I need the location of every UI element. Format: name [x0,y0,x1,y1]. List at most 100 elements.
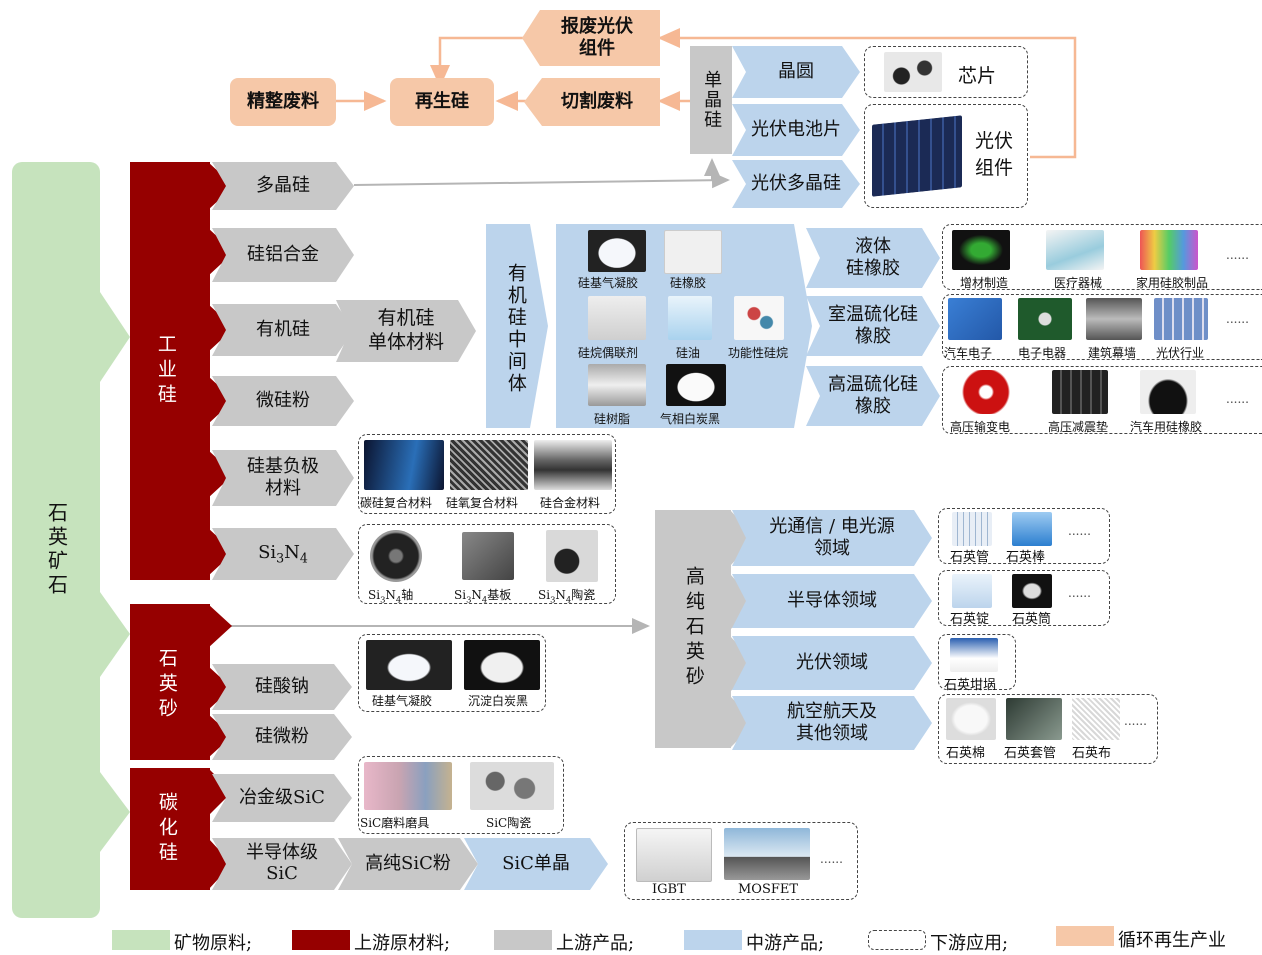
household-silicone-caption: 家用硅胶制品 [1136,276,1209,290]
legend-swatch-upstream-product [494,930,552,950]
si3n4-substrate-image [462,532,514,580]
anode-apps-box [358,434,616,514]
fumed-silica-image [666,364,726,406]
quartz-ore-notches [100,292,130,852]
hv-damping-pad-caption: 高压减震垫 [1048,420,1109,434]
scrap-to-regen-line [430,36,535,88]
electrical-appliance-caption: 电子电器 [1018,346,1067,360]
quartz-ingot-image [952,574,992,608]
precipitated-silica-caption: 沉淀白炭黑 [468,694,529,708]
mosfet-caption: MOSFET [738,882,799,897]
chip-label: 芯片 [958,65,997,87]
carbon-silicon-image [364,440,444,490]
quartz-sand-block [130,604,210,760]
si3n4-box: Si3N4 [212,528,354,580]
aero-apps-ellipsis: ...... [1124,714,1147,728]
sic-crystal-apps-box [624,822,858,900]
si3n4-ceramic-image [546,530,598,582]
silicone-rubber-image [664,230,722,274]
mosfet-image [724,828,810,880]
hp-sic-powder-box: 高纯SiC粉 [338,838,478,890]
functional-silane-caption: 功能性硅烷 [728,346,789,360]
silicone-resin-image [588,364,646,406]
medical-device-image [1046,230,1104,270]
liquid-rubber-apps-box [942,224,1262,290]
sic-ceramic-image [470,762,554,810]
quartz-crucible-image [950,638,998,672]
quartz-sand-notches [208,604,232,758]
silicate-apps-box [358,634,546,712]
silicone-oil-caption: 硅油 [676,346,701,360]
organosilicon-box: 有机硅 [212,304,354,356]
quartz-ore-label: 石英矿石 [44,502,69,598]
silicon-alloy-caption: 硅合金材料 [540,496,601,510]
quartz-cloth-image [1072,698,1120,740]
anode-material-box: 硅基负极 材料 [212,450,354,506]
sic-metal-apps-box [358,756,564,834]
aerogel-image [588,230,646,272]
rtv-silicone-rubber-box: 室温硫化硅 橡胶 [806,296,940,356]
pv-field-box: 光伏领域 [732,636,932,690]
sic-ceramic-caption: SiC陶瓷 [486,816,532,830]
auto-silicone-image [1140,370,1196,414]
sic-label: 碳化硅 [155,791,178,867]
metallurgical-sic-box: 冶金级SiC [212,774,352,822]
sic-block [130,768,210,890]
auto-silicone-caption: 汽车用硅橡胶 [1130,420,1203,434]
curtain-wall-caption: 建筑幕墙 [1088,346,1137,360]
semiconductor-field-box: 半导体领域 [732,574,932,628]
functional-silane-image [734,296,784,340]
silane-coupling-image [588,296,646,340]
solar-panel-image [872,115,962,197]
legend-label-recycle: 循环再生产业 [1118,930,1226,951]
sic-crystal-apps-ellipsis: ...... [820,852,843,866]
quartz-sleeve-image [1006,698,1062,740]
igbt-image [636,828,712,882]
hv-transmission-caption: 高压输变电 [950,420,1011,434]
electrical-appliance-image [1018,298,1072,340]
industrial-silicon-block [130,162,210,580]
optical-apps-box [938,508,1110,564]
household-silicone-image [1140,230,1198,270]
silica-powder-box: 硅微粉 [212,714,352,760]
chip-app-box [864,46,1028,98]
curtain-wall-image [1086,298,1142,340]
precipitated-silica-image [464,640,540,690]
wafer-box: 晶圆 [732,46,860,98]
sodium-silicate-box: 硅酸钠 [212,664,352,710]
additive-mfg-image [952,230,1010,270]
refine-waste-box: 精整废料 [230,78,336,126]
silicone-rubber-caption: 硅橡胶 [670,276,707,290]
poly-to-pvpoly-line [353,172,730,189]
semi-apps-ellipsis: ...... [1068,586,1091,600]
si3n4-shaft-caption: Si3N4轴 [368,588,414,605]
aero-apps-box [938,694,1158,764]
silicone-oil-image [668,296,712,340]
liquid-silicone-rubber-box: 液体 硅橡胶 [806,228,940,288]
si3n4-ceramic-caption: Si3N4陶瓷 [538,588,596,605]
legend-label-mineral: 矿物原料; [174,933,253,954]
chip-image [884,52,942,92]
additive-mfg-caption: 增材制造 [960,276,1009,290]
igbt-caption: IGBT [652,882,686,897]
rtv-apps-box [942,294,1262,360]
quartz-sleeve-caption: 石英套管 [1004,746,1057,761]
semiconductor-sic-box: 半导体级 SiC [212,838,352,890]
aerogel-caption: 硅基气凝胶 [578,276,639,290]
quartz-cylinder-caption: 石英筒 [1012,612,1052,627]
aerospace-field-box: 航空航天及 其他领域 [732,696,932,750]
si3n4-shaft-image [370,530,422,582]
mono-silicon-block: 单晶硅 [690,46,732,154]
legend-swatch-mineral [112,930,170,950]
quartz-crucible-caption: 石英坩埚 [944,678,997,693]
pv-module-app-box [864,104,1028,208]
rtv-apps-ellipsis: ...... [1226,312,1249,326]
fumed-silica-caption: 气相白炭黑 [660,412,721,426]
quartz-ingot-caption: 石英锭 [950,612,990,627]
hp-quartz-block [655,510,731,748]
silicon-alloy-image [534,440,612,490]
quartz-cylinder-image [1012,574,1052,608]
liquid-apps-ellipsis: ...... [1226,248,1249,262]
legend-swatch-midstream [684,930,742,950]
